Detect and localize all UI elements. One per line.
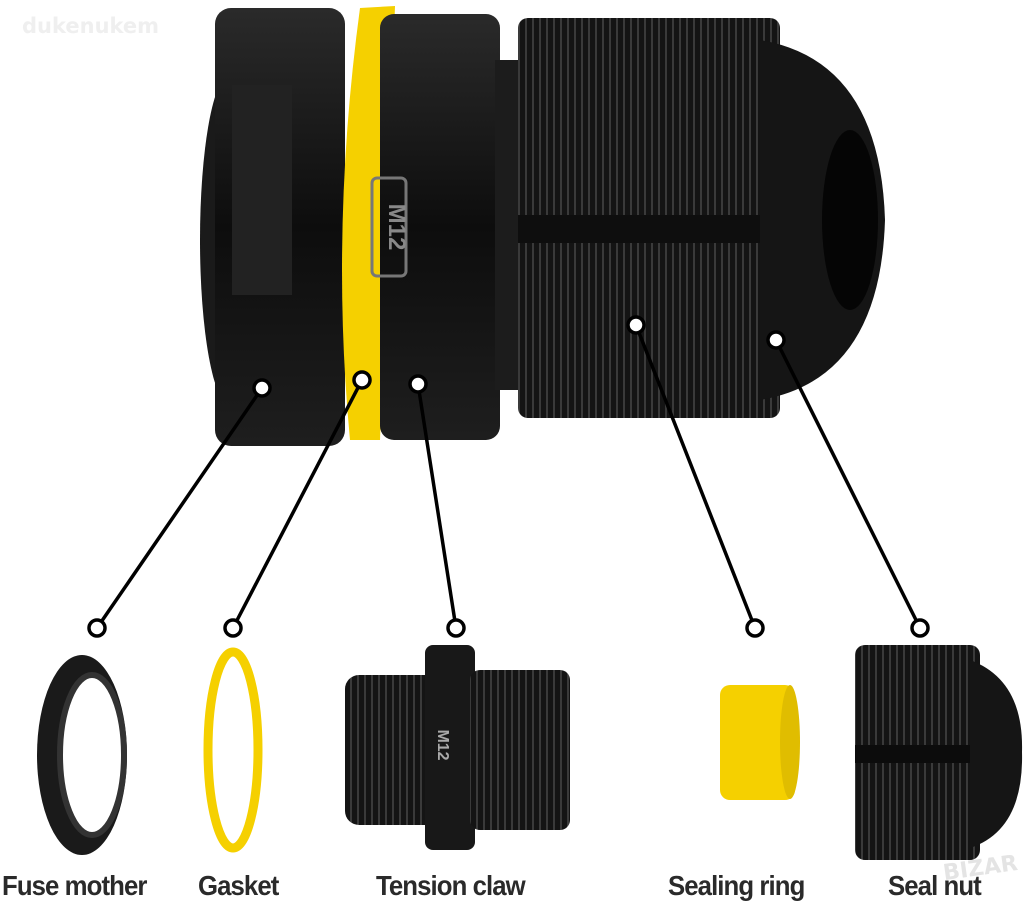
- part-sealing-ring: [720, 685, 800, 800]
- part-seal-nut: [855, 645, 1023, 860]
- leader-lines: [95, 324, 922, 629]
- label-tension-claw: Tension claw: [376, 870, 526, 901]
- watermark: dukenukem: [22, 14, 160, 38]
- part-gasket: [203, 647, 263, 853]
- label-seal-nut: Seal nut: [888, 870, 982, 901]
- leader-dots: [87, 315, 930, 638]
- label-sealing-ring: Sealing ring: [668, 870, 805, 901]
- m12-marking-small: M12: [434, 729, 451, 760]
- part-tension-claw: M12: [345, 645, 570, 850]
- part-fuse-mother: [37, 655, 127, 855]
- m12-marking: M12: [383, 204, 410, 251]
- label-gasket: Gasket: [198, 870, 279, 901]
- tension-claw-assembled: [380, 14, 500, 440]
- label-fuse-mother: Fuse mother: [2, 870, 147, 901]
- assembled-gland: M12: [200, 6, 885, 446]
